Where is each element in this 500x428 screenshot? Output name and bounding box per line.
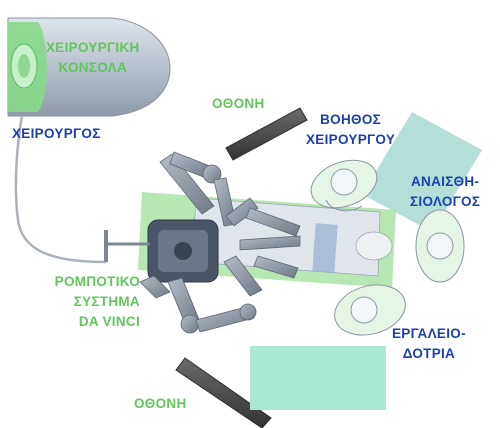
surgeon-console [7, 17, 171, 117]
label-console-line2: ΚΟΝΣΟΛΑ [58, 60, 128, 75]
robot-arms [139, 151, 301, 334]
label-robot-system: ΡΟΜΠΟΤΙΚΟ ΣΥΣΤΗΜΑ DA VINCI [20, 272, 140, 332]
label-anesthesiologist-line2: ΣΙΟΛΟΓΟΣ [410, 194, 481, 209]
label-robot-system-line3: DA VINCI [78, 314, 140, 329]
label-assistant: ΒΟΗΘΟΣ ΧΕΙΡΟΥΡΓΟΥ [306, 110, 395, 150]
label-monitor-bottom: ΟΘΟΝΗ [134, 396, 187, 411]
label-robot-system-line1: ΡΟΜΠΟΤΙΚΟ [54, 274, 140, 289]
anesthesiologist-area [362, 112, 482, 232]
scrub-nurse-figure [334, 284, 406, 336]
label-scrub-nurse-line1: ΕΡΓΑΛΕΙΟ- [392, 326, 466, 341]
monitor-top [225, 107, 308, 161]
assistant-figure [310, 159, 378, 212]
instrument-table [250, 346, 386, 410]
label-anesthesiologist: ΑΝΑΙΣΘΗ- ΣΙΟΛΟΓΟΣ [410, 172, 480, 212]
label-assistant-line2: ΧΕΙΡΟΥΡΓΟΥ [306, 132, 396, 147]
console-cable [14, 115, 107, 264]
label-scrub-nurse-line2: ΔΟΤΡΙΑ [402, 346, 456, 361]
label-console: ΧΕΙΡΟΥΡΓΙΚΗ ΚΟΝΣΟΛΑ [46, 38, 140, 78]
anesthesiologist-figure [415, 209, 465, 283]
monitor-bottom [175, 357, 272, 428]
label-console-line1: ΧΕΙΡΟΥΡΓΙΚΗ [46, 40, 140, 55]
label-robot-system-line2: ΣΥΣΤΗΜΑ [73, 294, 140, 309]
label-surgeon: ΧΕΙΡΟΥΡΓΟΣ [12, 126, 101, 141]
label-monitor-top: ΟΘΟΝΗ [212, 96, 265, 111]
label-assistant-line1: ΒΟΗΘΟΣ [320, 112, 382, 127]
robot-base [104, 219, 219, 283]
label-scrub-nurse: ΕΡΓΑΛΕΙΟ- ΔΟΤΡΙΑ [392, 324, 466, 364]
label-anesthesiologist-line1: ΑΝΑΙΣΘΗ- [411, 174, 480, 189]
